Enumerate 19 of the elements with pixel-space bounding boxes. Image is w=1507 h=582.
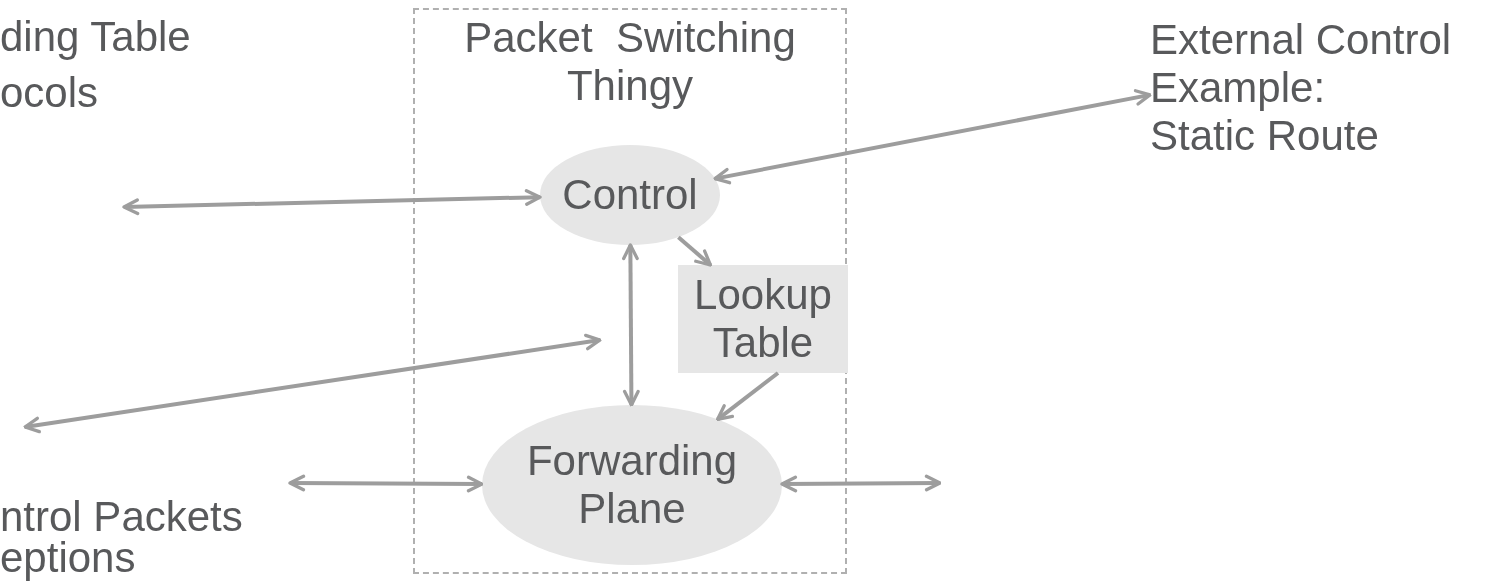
arrow: [677, 235, 713, 267]
cropped-text: ocols: [0, 72, 99, 114]
boundary-title: Packet Switching Thingy: [463, 14, 797, 110]
arrow: [288, 474, 484, 493]
cropped-text: ntrol Packets: [0, 496, 243, 538]
node-label: Lookup Table: [693, 271, 833, 367]
cropped-text: eptions: [0, 537, 136, 579]
arrow: [713, 89, 1152, 185]
node-label: Control: [561, 171, 699, 219]
dashed-boundary-box: [413, 8, 847, 574]
node-label: Example: Static Route: [1150, 64, 1380, 160]
arrow: [780, 474, 942, 493]
node-label: Forwarding Plane: [525, 437, 739, 533]
node-label: External Control: [1150, 16, 1453, 64]
cropped-text: ding Table: [0, 16, 191, 58]
arrow: [622, 243, 640, 407]
arrow: [122, 189, 542, 216]
lookup-table-box: [678, 265, 848, 373]
arrow: [716, 371, 780, 421]
